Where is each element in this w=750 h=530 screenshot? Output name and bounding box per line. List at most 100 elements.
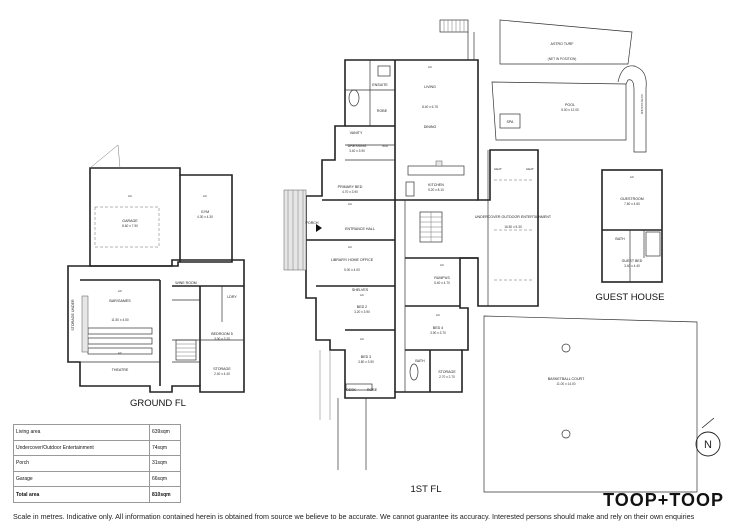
entrance-hall-label: ENTRANCE HALL — [345, 227, 375, 231]
primary-bed-label: PRIMARY BED — [338, 185, 363, 189]
storage-ground-dims: 2.40 x 4.40 — [214, 372, 230, 376]
basketball-label: BASKETBALL COURT — [548, 377, 585, 381]
spa-label: SPA — [507, 120, 515, 124]
bedroom-5-dims: 3.00 x 3.20 — [214, 337, 230, 341]
guest-bath-label: BATH — [615, 237, 625, 241]
library-label: LIBRARY/ HOME OFFICE — [331, 258, 374, 262]
robe-label: ROBE — [377, 109, 388, 113]
first-floor-stairs — [419, 211, 443, 243]
ac-note: AC — [428, 65, 433, 69]
dressing-dims: 3.40 x 3.90 — [349, 149, 365, 153]
rumpus-dims: 5.40 x 4.70 — [434, 281, 450, 285]
ac-note: AC — [440, 263, 445, 267]
ac-note: AC — [128, 194, 133, 198]
library-dims: 5.00 x 4.00 — [344, 268, 360, 272]
ground-floor-label: GROUND FL — [130, 398, 186, 409]
astro-turf-label: ASTRO TURF — [551, 42, 575, 46]
basketball-dims: 11.00 x 14.00 — [556, 382, 575, 386]
area-label: Total area — [13, 486, 150, 503]
bed-3-label: BED 3 — [361, 355, 371, 359]
first-floor-label: 1ST FL — [411, 484, 442, 495]
shelves-label: SHELVES — [352, 288, 369, 292]
primary-bed-dims: 4.70 x 3.90 — [342, 190, 358, 194]
first-floor-plan: LIVING 8.40 x 6.75 DINING ENSUITE ROBE V… — [283, 19, 552, 495]
pool-dims: 5.00 x 12.00 — [561, 108, 579, 112]
compass-label: N — [704, 439, 712, 451]
wir-note: WIR — [382, 144, 389, 148]
desk-label: DESK — [346, 388, 356, 392]
storage-ground-label: STORAGE — [213, 367, 231, 371]
wine-room-label: WINE ROOM — [175, 281, 197, 285]
auto-cover-note: AUTO COVER — [640, 94, 644, 115]
entry-arrow-icon — [316, 224, 322, 232]
north-arrow-icon: N — [690, 416, 726, 460]
area-label: Garage — [13, 470, 150, 488]
bedroom-5-label: BEDROOM 5 — [211, 332, 233, 336]
heat-note: HEAT — [526, 167, 534, 171]
kitchen-dims: 5.20 x 8.10 — [428, 188, 444, 192]
bar-games-label: BAR/GAMES — [109, 299, 131, 303]
brand-logo: TOOP+TOOP — [603, 490, 724, 510]
ac-note: AC — [118, 351, 123, 355]
guest-house-label: GUEST HOUSE — [596, 292, 665, 303]
bar-games-dims: 11.50 x 4.50 — [111, 318, 129, 322]
site-features: ASTRO TURF (NET IN POSITION) POOL 5.00 x… — [483, 19, 698, 493]
kitchen-label: KITCHEN — [428, 183, 444, 187]
undercover-label: UNDERCOVER OUTDOOR ENTERTAINMENT — [475, 215, 552, 219]
living-label: LIVING — [424, 85, 436, 89]
living-dims: 8.40 x 6.75 — [422, 105, 438, 109]
ensuite-label: ENSUITE — [372, 83, 388, 87]
net-in-position-note: (NET IN POSITION) — [548, 57, 577, 61]
ac-note: AC — [360, 337, 365, 341]
storage-first-label: STORAGE — [438, 370, 456, 374]
area-label: Undercover/Outdoor Entertainment — [13, 439, 150, 457]
area-value: 66sqm — [149, 470, 181, 488]
bed-4-label: BED 4 — [433, 326, 443, 330]
guest-bed-label: GUEST BED — [622, 259, 643, 263]
area-value: 74sqm — [149, 439, 181, 457]
garage-dims: 8.60 x 7.90 — [122, 224, 138, 228]
guestroom-label: GUESTROOM — [620, 197, 644, 201]
undercover-dims: 16.50 x 5.30 — [504, 225, 522, 229]
gym-dims: 4.30 x 4.30 — [197, 215, 213, 219]
storage-under-label: STORAGE UNDER — [71, 299, 75, 331]
ground-floor-plan: GARAGE 8.60 x 7.90 GYM 4.30 x 4.30 BAR/G… — [67, 144, 245, 409]
bath-label: BATH — [415, 359, 425, 363]
storage-first-dims: 2.70 x 2.70 — [439, 375, 455, 379]
ac-note: AC — [630, 175, 635, 179]
area-value: 810sqm — [149, 486, 181, 503]
bed-4-dims: 3.90 x 3.70 — [430, 331, 446, 335]
disclaimer-text: Scale in metres. Indicative only. All in… — [13, 512, 695, 521]
garage-label: GARAGE — [122, 219, 138, 223]
ac-note: AC — [203, 194, 208, 198]
robe-b-label: ROBE — [367, 388, 378, 392]
guest-bed-dims: 3.40 x 4.40 — [624, 264, 640, 268]
ac-note: AC — [118, 289, 123, 293]
gym-label: GYM — [201, 210, 209, 214]
dressing-label: DRESSING — [348, 144, 367, 148]
laundry-label: LDRY — [227, 295, 237, 299]
area-label: Living area — [13, 424, 150, 441]
rumpus-label: RUMPUS — [434, 276, 450, 280]
bed-2-dims: 3.20 x 3.90 — [354, 310, 370, 314]
bed-2-label: BED 2 — [357, 305, 367, 309]
vanity-label: VANITY — [350, 131, 363, 135]
ac-note: AC — [360, 293, 365, 297]
guest-house-plan: GUESTROOM 7.60 x 4.60 GUEST BED 3.40 x 4… — [596, 169, 665, 303]
area-value: 639sqm — [149, 424, 181, 441]
area-label: Porch — [13, 455, 150, 472]
ac-note: AC — [348, 245, 353, 249]
heat-note: HEAT — [494, 167, 502, 171]
bed-3-dims: 3.80 x 3.90 — [358, 360, 374, 364]
porch-label: PORCH — [306, 221, 319, 225]
dining-label: DINING — [424, 125, 437, 129]
pool-label: POOL — [565, 103, 575, 107]
area-value: 31sqm — [149, 455, 181, 472]
ac-note: AC — [436, 313, 441, 317]
